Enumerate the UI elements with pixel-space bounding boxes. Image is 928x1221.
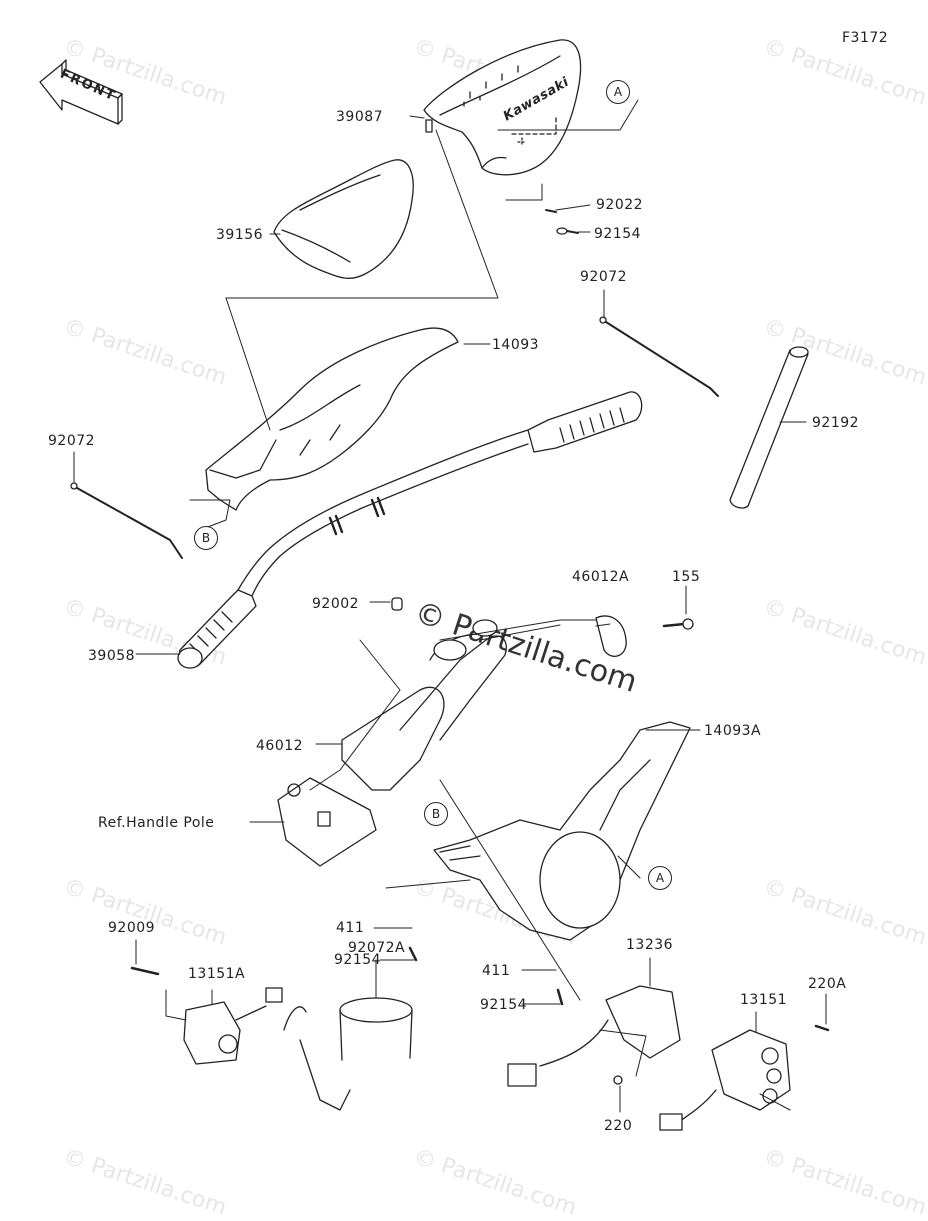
cap-46012A [595,615,627,657]
clip-92022 [545,209,557,213]
lower-cover-14093A [433,721,691,941]
part-label-14093A[interactable]: 14093A [704,723,762,739]
tube-92192 [729,346,809,509]
leader-lines [73,99,827,1113]
part-label-92009[interactable]: 92009 [108,920,156,936]
part-label-155[interactable]: 155 [672,569,701,585]
handlebar [177,391,643,669]
part-label-92072-left[interactable]: 92072 [48,433,96,449]
part-label-46012[interactable]: 46012 [256,738,304,754]
callout-a-top: A [606,80,630,104]
callout-a-lower: A [648,866,672,890]
tie-92072-left [70,482,183,559]
part-label-92022[interactable]: 92022 [596,197,644,213]
callout-b-center: B [424,802,448,826]
part-label-411-low[interactable]: 411 [482,963,511,979]
handle-clamp-46012 [341,619,507,791]
strap-92072A [283,997,413,1111]
part-label-92154-low[interactable]: 92154 [480,997,528,1013]
part-label-220[interactable]: 220 [604,1118,633,1134]
screw-92154-low [556,988,564,1006]
bolt-155 [662,618,694,630]
tie-92072-right [599,316,719,397]
part-label-39156[interactable]: 39156 [216,227,264,243]
ref-handle-pole-label[interactable]: Ref.Handle Pole [98,815,215,831]
part-label-13236[interactable]: 13236 [626,937,674,953]
callout-b-left: B [194,526,218,550]
screw-220 [613,1075,623,1085]
pad-39156 [273,159,414,280]
part-label-92154[interactable]: 92154 [594,226,642,242]
part-label-13151A[interactable]: 13151A [188,966,246,982]
switch-13151 [659,1029,791,1131]
switch-13151A [183,987,283,1065]
part-label-92072[interactable]: 92072 [580,269,628,285]
part-label-92154-mid[interactable]: 92154 [334,952,382,968]
part-label-46012A[interactable]: 46012A [572,569,630,585]
screw-92154-mid [408,946,418,962]
part-label-14093[interactable]: 14093 [492,337,540,353]
upper-cover-39087 [423,39,582,176]
part-label-39058[interactable]: 39058 [88,648,136,664]
part-label-92002[interactable]: 92002 [312,596,360,612]
screw-220A [814,1024,830,1032]
screw-92154-top [556,227,579,235]
part-label-13151[interactable]: 13151 [740,992,788,1008]
cover-14093 [205,327,459,511]
bolt-92002 [391,597,403,611]
front-arrow-icon [39,59,123,125]
switch-13236 [507,985,681,1087]
screw-92009 [130,966,160,976]
part-label-39087[interactable]: 39087 [336,109,384,125]
figure-code: F3172 [842,30,889,46]
part-label-220A[interactable]: 220A [808,976,847,992]
part-label-411[interactable]: 411 [336,920,365,936]
part-label-92072A[interactable]: 92072A [348,940,406,956]
handle-pole-plate [277,777,377,867]
part-label-92192[interactable]: 92192 [812,415,860,431]
